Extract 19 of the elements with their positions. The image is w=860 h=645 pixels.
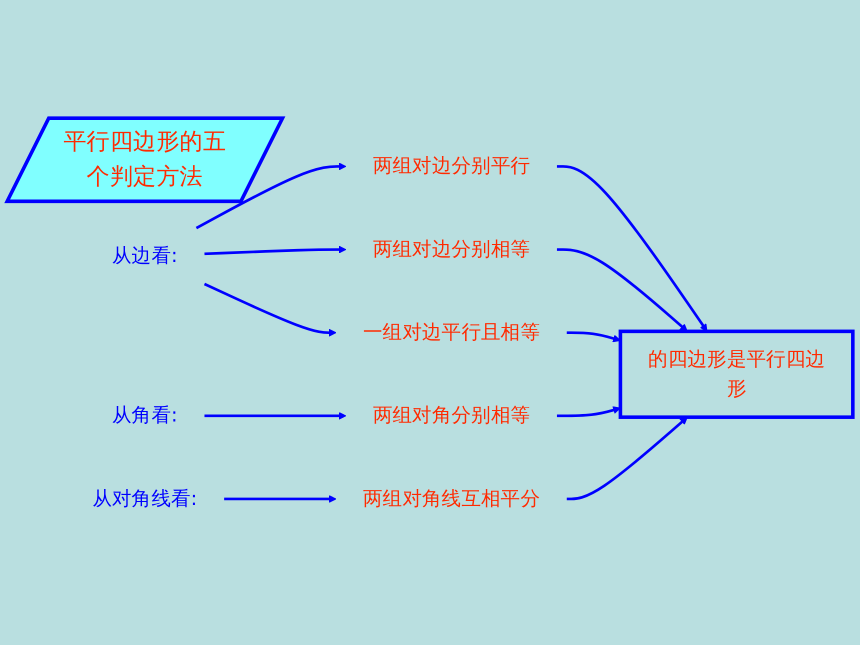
arrow [224,494,336,503]
node-text: 两组对角分别相等 [372,404,530,427]
node-text: 两组对边分别相等 [372,238,530,261]
node-text: 两组对边分别平行 [372,155,530,178]
arrow [204,412,346,420]
arrow [196,162,346,230]
arrow [566,331,621,342]
node-text: 从边看: [112,244,178,268]
node-text: 从角看: [112,404,178,427]
arrow [556,248,688,332]
arrow [204,245,346,256]
node-text: 从对角线看: [92,488,198,510]
node-text: 两组对角线互相平分 [362,488,540,510]
arrow [566,416,688,500]
arrow [556,406,621,418]
arrow [204,282,336,336]
node-box: 的四边形是平行四边形 [618,329,855,419]
node-text: 一组对边平行且相等 [362,321,540,344]
arrow [556,164,708,332]
